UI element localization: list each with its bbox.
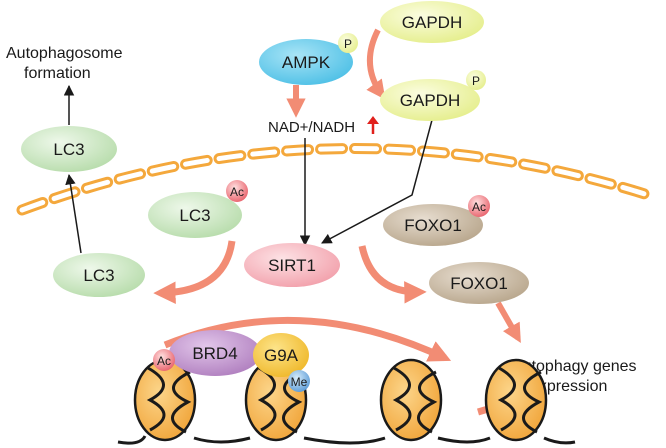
foxo1-nuclear-node: FOXO1 bbox=[429, 262, 529, 304]
gapdh-phospho-label: GAPDH bbox=[400, 91, 460, 110]
lc3-top-node: LC3 bbox=[21, 126, 117, 172]
autophagosome-label-line1: Autophagosome bbox=[6, 45, 123, 62]
ampk-phospho-label: P bbox=[344, 37, 352, 51]
brd4-node: BRD4 bbox=[169, 330, 261, 376]
lc3-acetyl-label: Ac bbox=[230, 185, 244, 199]
acetyl-badge: Ac bbox=[226, 180, 248, 202]
phospho-badge: P bbox=[338, 33, 358, 53]
foxo1-deacetylation-arrow bbox=[358, 245, 427, 304]
lc3-deacetylation-arrow bbox=[153, 240, 236, 304]
foxo1-acetylated-label: FOXO1 bbox=[404, 216, 462, 235]
g9a-label: G9A bbox=[264, 346, 299, 365]
foxo1-to-genes-arrow bbox=[495, 301, 521, 344]
methyl-badge: Me bbox=[288, 370, 310, 392]
gapdh-top-node: GAPDH bbox=[380, 1, 484, 43]
lc3-nuclear-node: LC3 bbox=[53, 253, 145, 297]
gapdh-phospho-badge-label: P bbox=[472, 74, 480, 88]
brd4-acetyl-label: Ac bbox=[157, 354, 171, 368]
lc3-nuclear-label: LC3 bbox=[83, 266, 114, 285]
g9a-node: G9A bbox=[253, 333, 309, 377]
lc3-nuclear-to-cytoplasm-arrow bbox=[65, 173, 82, 254]
gapdh-phospho-node: GAPDH bbox=[380, 79, 480, 121]
phospho-badge: P bbox=[466, 70, 486, 90]
lc3-top-label: LC3 bbox=[53, 140, 84, 159]
gapdh-top-label: GAPDH bbox=[402, 13, 462, 32]
up-arrow-icon bbox=[367, 116, 379, 134]
genes-label-line1: Autophagy genes bbox=[512, 358, 637, 375]
g9a-methyl-label: Me bbox=[291, 375, 308, 389]
cell-membrane bbox=[16, 142, 654, 216]
foxo1-acetyl-label: Ac bbox=[472, 200, 486, 214]
autophagosome-label-line2: formation bbox=[24, 65, 91, 82]
dna-strand bbox=[117, 435, 576, 445]
lc3-acetylated-label: LC3 bbox=[179, 206, 210, 225]
acetyl-badge: Ac bbox=[153, 349, 175, 371]
lc3-acetylated-node: LC3 bbox=[148, 192, 242, 238]
nucleosome-icon bbox=[133, 358, 197, 442]
sirt1-label: SIRT1 bbox=[268, 256, 316, 275]
ampk-label: AMPK bbox=[282, 53, 331, 72]
foxo1-acetylated-node: FOXO1 bbox=[383, 204, 483, 246]
nucleosome-icon bbox=[379, 358, 443, 442]
gapdh-to-sirt1-arrow bbox=[321, 119, 433, 244]
nad-ratio-label: NAD+/NADH bbox=[268, 119, 355, 136]
genes-label-line2: expression bbox=[530, 378, 607, 395]
ampk-node: AMPK bbox=[259, 39, 353, 85]
nucleosome-icon bbox=[484, 358, 548, 442]
sirt1-node: SIRT1 bbox=[244, 243, 340, 287]
brd4-label: BRD4 bbox=[192, 344, 237, 363]
foxo1-nuclear-label: FOXO1 bbox=[450, 274, 508, 293]
gapdh-phosphorylation-arrow bbox=[366, 28, 386, 100]
acetyl-badge: Ac bbox=[468, 195, 490, 217]
